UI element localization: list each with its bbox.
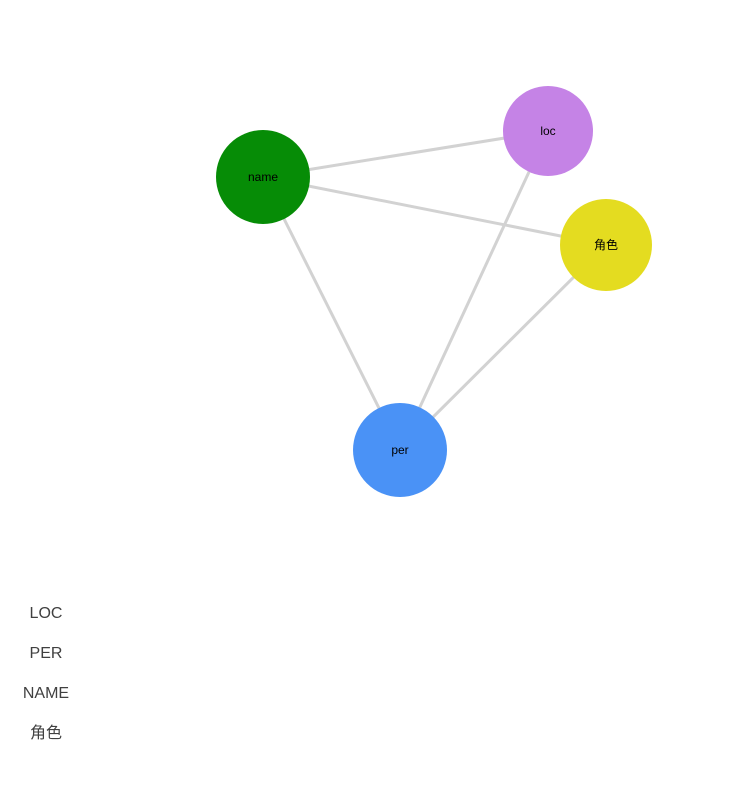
node-jiaose[interactable] [560, 199, 652, 291]
legend-item-name[interactable]: NAME [22, 685, 70, 702]
node-per[interactable] [353, 403, 447, 497]
edge-name-per [261, 176, 402, 451]
node-loc[interactable] [503, 86, 593, 176]
legend-list: LOC PER NAME 角色 [7, 594, 85, 754]
legend-item-jiaose[interactable]: 角色 [29, 725, 62, 742]
edge-name-jiaose [262, 175, 607, 247]
edge-jiaose-per [398, 243, 608, 452]
edge-loc-per [398, 130, 550, 451]
legend-item-per[interactable]: PER [29, 645, 63, 662]
legend-item-loc[interactable]: LOC [29, 605, 63, 622]
node-name[interactable] [216, 130, 310, 224]
edge-name-loc [262, 129, 549, 179]
